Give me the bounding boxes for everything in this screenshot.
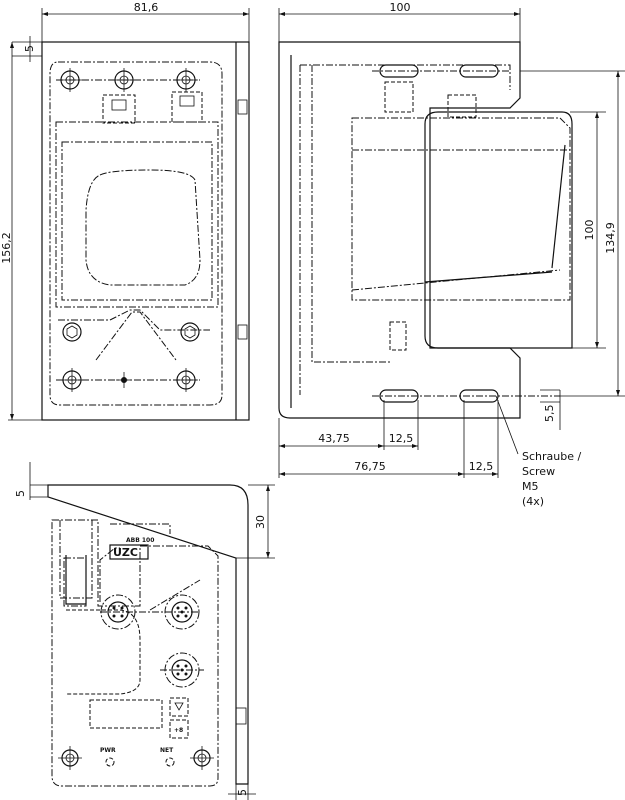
net-led — [165, 757, 175, 767]
side-outer-height-label: 134,9 — [604, 222, 617, 254]
front-width-label: 81,6 — [134, 1, 159, 14]
screw-note-line3: M5 — [522, 480, 539, 493]
pwr-led — [105, 757, 115, 767]
bottom-screw-left — [58, 746, 82, 770]
side-view: 100 100 134,9 — [278, 1, 625, 508]
model-mark: ABB 100 — [126, 537, 154, 544]
side-inner-height-label: 100 — [583, 220, 596, 241]
screw-note-line4: (4x) — [522, 495, 544, 508]
mounting-plate-outline — [41, 41, 250, 421]
module-side-outline — [351, 117, 571, 301]
module-hidden-outline — [49, 61, 223, 406]
bottom-thickness-label: 5 — [236, 789, 249, 796]
bottom-screw-right — [190, 746, 214, 770]
front-screw-mid-right — [180, 322, 200, 342]
brand-logo-box — [109, 544, 149, 560]
front-view: 81,6 5 156,2 — [0, 1, 250, 421]
label-area — [89, 699, 163, 729]
front-top-offset-label: 5 — [23, 45, 36, 52]
slot-spacing-label: 5,5 — [543, 405, 556, 423]
left-offset-label: 43,75 — [318, 432, 350, 445]
angle-height-label: 30 — [254, 515, 267, 529]
screw-leader-line — [495, 395, 519, 455]
svg-text:+8: +8 — [174, 727, 183, 734]
screw-note-line2: Screw — [522, 465, 555, 478]
side-width-label: 100 — [390, 1, 411, 14]
slot-width-label: 12,5 — [389, 432, 414, 445]
pwr-label: PWR — [100, 747, 116, 754]
bottom-top-thickness-label: 5 — [14, 490, 27, 497]
brand-logo: UZC — [113, 546, 138, 559]
right-offset-label: 76,75 — [354, 460, 386, 473]
slot-width-label-2: 12,5 — [469, 460, 494, 473]
front-screw-mid-left — [62, 322, 82, 342]
screw-note-line1: Schraube / — [522, 450, 581, 463]
front-height-label: 156,2 — [0, 232, 13, 264]
side-plate-outline — [278, 41, 521, 419]
module-bottom-outline — [51, 519, 219, 787]
bottom-view: 5 30 5 +8 UZC ABB 100 — [14, 462, 275, 800]
net-label: NET — [160, 747, 174, 754]
